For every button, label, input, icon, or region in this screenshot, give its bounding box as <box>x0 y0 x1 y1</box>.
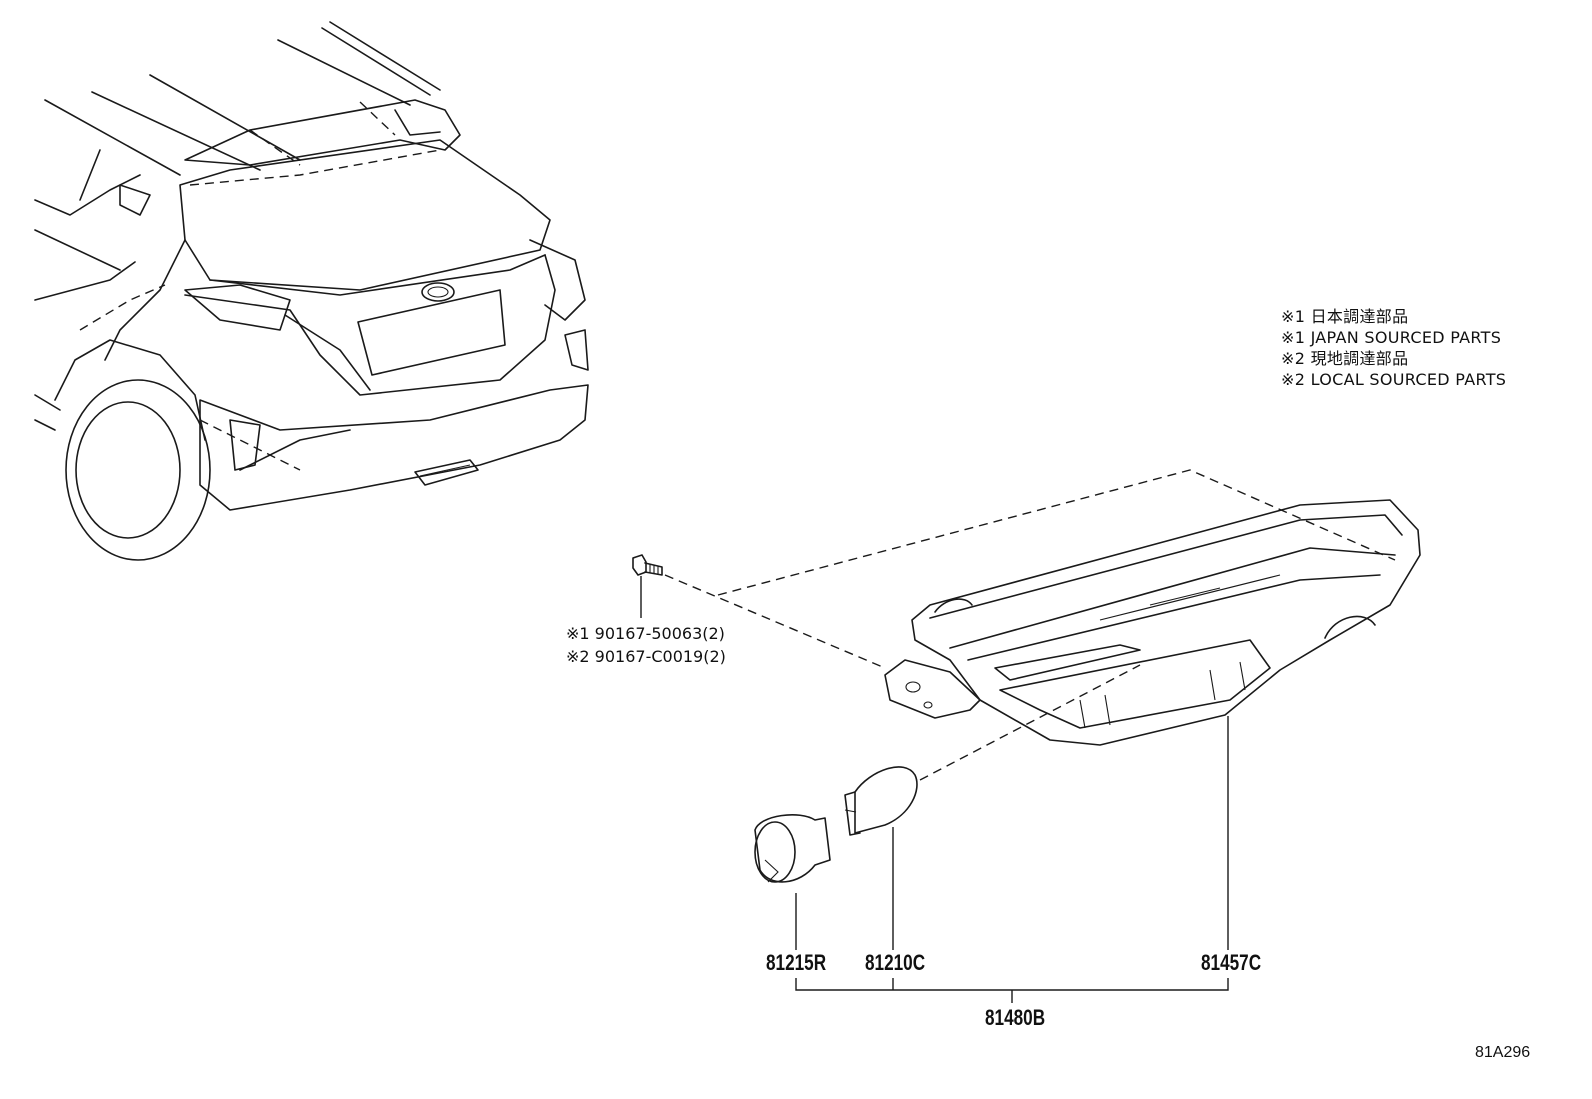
socket-illustration <box>754 814 831 950</box>
bolt-callout-2: ※2 90167-C0019(2) <box>566 647 726 666</box>
assembly-lines <box>664 469 1396 781</box>
lamp-housing-illustration <box>884 499 1421 746</box>
legend-line-2: ※1 JAPAN SOURCED PARTS <box>1281 328 1502 347</box>
leader-lines <box>795 716 1229 1003</box>
part-number-lens: 81457C <box>1201 950 1262 975</box>
vehicle-rear-illustration <box>34 21 589 561</box>
sourcing-legend: ※1 日本調達部品 ※1 JAPAN SOURCED PARTS ※2 現地調達… <box>1281 306 1506 390</box>
bolt-callout-1: ※1 90167-50063(2) <box>566 624 725 643</box>
legend-line-4: ※2 LOCAL SOURCED PARTS <box>1281 370 1507 389</box>
figure-code: 81A296 <box>1475 1044 1531 1061</box>
bulb-illustration <box>844 766 918 950</box>
legend-line-1: ※1 日本調達部品 <box>1281 307 1409 326</box>
part-number-bulb: 81210C <box>865 950 926 975</box>
legend-line-3: ※2 現地調達部品 <box>1281 349 1409 368</box>
part-number-socket: 81215R <box>766 950 827 975</box>
bolt-illustration <box>632 554 663 618</box>
part-number-assembly: 81480B <box>985 1005 1046 1030</box>
